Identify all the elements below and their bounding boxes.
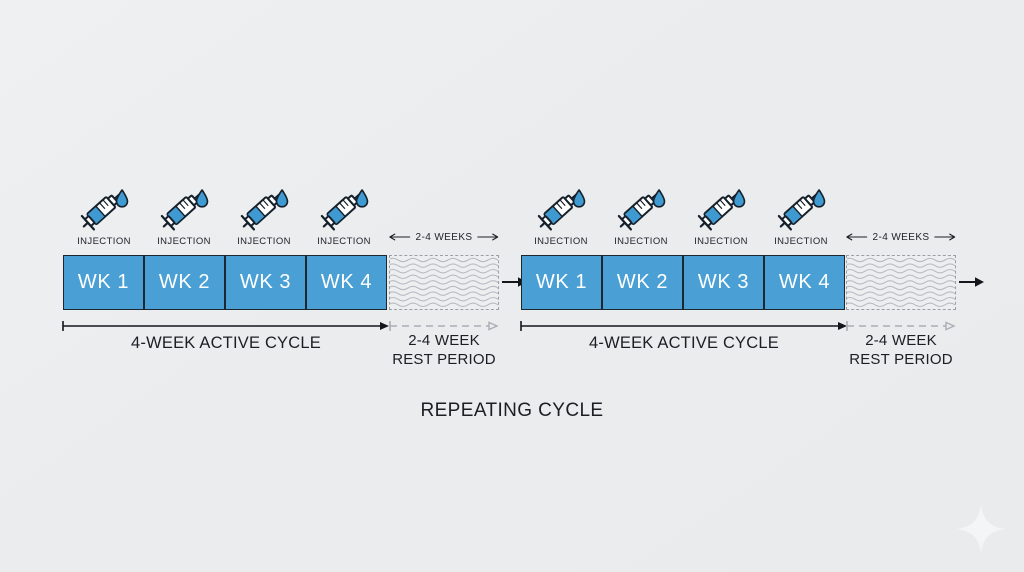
week-label: WK 4	[320, 271, 373, 293]
week-label: WK 2	[158, 271, 211, 293]
week-block[interactable]: WK 3	[683, 255, 764, 310]
week-block[interactable]: WK 4	[764, 255, 845, 310]
injection-marker: INJECTION	[304, 182, 384, 247]
injection-label: INJECTION	[614, 236, 668, 247]
arrow-left-icon	[389, 233, 411, 241]
syringe-icon	[601, 182, 681, 234]
week-label: WK 1	[77, 271, 130, 293]
week-label: WK 2	[616, 271, 669, 293]
rest-duration-label: 2-4 WEEKS	[872, 231, 930, 243]
week-block[interactable]: WK 3	[225, 255, 306, 310]
injection-label: INJECTION	[77, 236, 131, 247]
week-label: WK 1	[535, 271, 588, 293]
injection-label: INJECTION	[774, 236, 828, 247]
injection-marker: INJECTION	[64, 182, 144, 247]
syringe-icon	[521, 182, 601, 234]
arrow-right-icon	[477, 233, 499, 241]
active-cycle-caption: 4-WEEK ACTIVE CYCLE	[131, 334, 321, 352]
injection-label: INJECTION	[237, 236, 291, 247]
rest-period-bracket	[846, 318, 956, 332]
injection-marker: INJECTION	[681, 182, 761, 247]
timeline-continuation-arrow	[959, 275, 985, 289]
week-block[interactable]: WK 2	[144, 255, 225, 310]
sparkle-icon	[954, 502, 1008, 556]
week-label: WK 4	[778, 271, 831, 293]
wave-pattern	[390, 257, 498, 308]
injection-marker: INJECTION	[224, 182, 304, 247]
syringe-icon	[64, 182, 144, 234]
injection-marker: INJECTION	[521, 182, 601, 247]
rest-period-bracket	[389, 318, 499, 332]
active-cycle-caption: 4-WEEK ACTIVE CYCLE	[589, 334, 779, 352]
rest-caption-line-1: 2-4 WEEK	[408, 332, 480, 349]
rest-period-block[interactable]	[389, 255, 499, 310]
injection-marker: INJECTION	[761, 182, 841, 247]
injection-label: INJECTION	[157, 236, 211, 247]
injection-label: INJECTION	[317, 236, 371, 247]
injection-label: INJECTION	[694, 236, 748, 247]
week-block[interactable]: WK 1	[63, 255, 144, 310]
arrow-left-icon	[846, 233, 868, 241]
rest-period-caption: 2-4 WEEK REST PERIOD	[369, 331, 519, 369]
week-label: WK 3	[697, 271, 750, 293]
wave-pattern	[847, 257, 955, 308]
week-block[interactable]: WK 4	[306, 255, 387, 310]
active-cycle-bracket	[62, 318, 390, 332]
rest-caption-line-1: 2-4 WEEK	[865, 332, 937, 349]
active-cycle-bracket	[520, 318, 848, 332]
week-label: WK 3	[239, 271, 292, 293]
rest-caption-line-2: REST PERIOD	[849, 351, 953, 368]
syringe-icon	[224, 182, 304, 234]
syringe-icon	[681, 182, 761, 234]
rest-duration-label: 2-4 WEEKS	[415, 231, 473, 243]
syringe-icon	[144, 182, 224, 234]
repeating-cycle-caption: REPEATING CYCLE	[420, 400, 604, 421]
syringe-icon	[304, 182, 384, 234]
week-block[interactable]: WK 2	[602, 255, 683, 310]
rest-caption-line-2: REST PERIOD	[392, 351, 496, 368]
injection-marker: INJECTION	[601, 182, 681, 247]
syringe-icon	[761, 182, 841, 234]
week-block[interactable]: WK 1	[521, 255, 602, 310]
injection-label: INJECTION	[534, 236, 588, 247]
rest-period-block[interactable]	[846, 255, 956, 310]
arrow-right-icon	[934, 233, 956, 241]
rest-duration-measure: 2-4 WEEKS	[389, 229, 499, 245]
injection-marker: INJECTION	[144, 182, 224, 247]
rest-period-caption: 2-4 WEEK REST PERIOD	[826, 331, 976, 369]
rest-duration-measure: 2-4 WEEKS	[846, 229, 956, 245]
